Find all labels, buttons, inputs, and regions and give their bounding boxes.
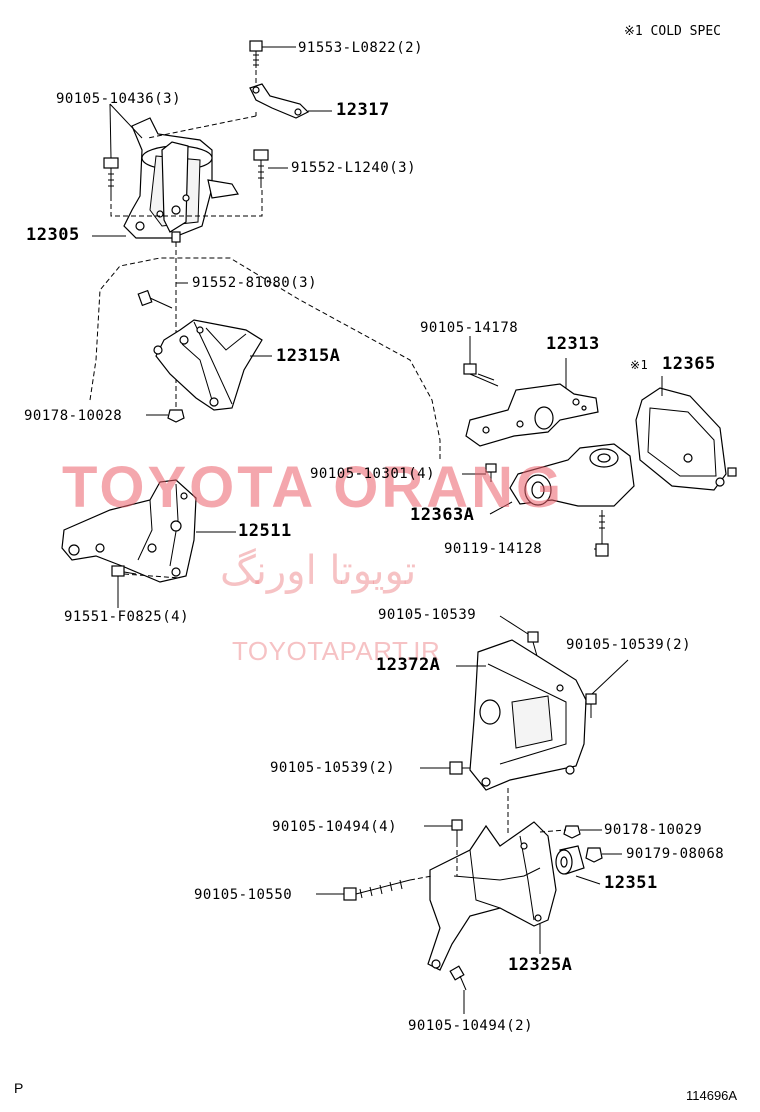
nut-90179-08068 bbox=[585, 847, 603, 863]
callout-12325a: 12325A bbox=[508, 955, 573, 975]
callout-12313: 12313 bbox=[546, 334, 600, 354]
callout-12315a: 12315A bbox=[276, 346, 341, 366]
callout-91552-81080: 91552-81080(3) bbox=[192, 275, 318, 291]
bracket-12325a bbox=[427, 821, 557, 971]
callout-90105-10539: 90105-10539 bbox=[378, 607, 477, 623]
bracket-12317 bbox=[249, 83, 310, 119]
bracket-12313 bbox=[465, 383, 599, 447]
callout-12365-cold-spec-mark: ※1 bbox=[630, 358, 649, 372]
bolt-90105-10539-a bbox=[527, 631, 539, 657]
callout-90178-10028: 90178-10028 bbox=[24, 408, 123, 424]
bolt-90105-10436 bbox=[103, 157, 119, 196]
nut-90178-10028 bbox=[167, 409, 185, 423]
bolt-90119-14128 bbox=[595, 510, 609, 557]
callout-12372a: 12372A bbox=[376, 655, 441, 675]
bolt-90105-10301 bbox=[485, 463, 497, 482]
bolt-90105-10539-c bbox=[449, 761, 470, 775]
callout-91552-l1240: 91552-L1240(3) bbox=[291, 160, 417, 176]
bracket-12511 bbox=[61, 479, 197, 583]
engine-mount-12305 bbox=[123, 117, 239, 243]
bracket-12372a bbox=[469, 639, 587, 791]
bolt-90105-10539-b bbox=[585, 693, 597, 718]
page-letter: P bbox=[14, 1080, 24, 1096]
callout-12317: 12317 bbox=[336, 100, 390, 120]
bolt-91552-l1240 bbox=[253, 149, 269, 188]
callout-90178-10029: 90178-10029 bbox=[604, 822, 703, 838]
callout-90119-14128: 90119-14128 bbox=[444, 541, 543, 557]
callout-90105-10539-2-left: 90105-10539(2) bbox=[270, 760, 396, 776]
figure-id: 114696A bbox=[686, 1088, 738, 1103]
nut-90178-10029 bbox=[563, 825, 581, 839]
callout-90179-08068: 90179-08068 bbox=[626, 846, 725, 862]
callout-12351: 12351 bbox=[604, 873, 658, 893]
callout-12363a: 12363A bbox=[410, 505, 475, 525]
bolt-90105-10550 bbox=[343, 879, 411, 901]
bolt-90105-10494-b bbox=[449, 965, 467, 991]
bolt-91553 bbox=[249, 40, 263, 68]
callout-12365: 12365 bbox=[662, 354, 716, 374]
cover-12365 bbox=[635, 387, 737, 491]
bushing-12351 bbox=[555, 845, 585, 875]
callout-91551-f0825: 91551-F0825(4) bbox=[64, 609, 190, 625]
callout-90105-10436: 90105-10436(3) bbox=[56, 91, 182, 107]
callout-91553-l0822: 91553-L0822(2) bbox=[298, 40, 424, 56]
bolt-90105-14178 bbox=[463, 363, 499, 387]
bracket-12315a bbox=[153, 319, 263, 411]
callout-90105-10550: 90105-10550 bbox=[194, 887, 293, 903]
cold-spec-note: ※1 COLD SPEC bbox=[624, 24, 721, 39]
bolt-90105-10494-a bbox=[451, 819, 463, 842]
callout-12511: 12511 bbox=[238, 521, 292, 541]
callout-12305: 12305 bbox=[26, 225, 80, 245]
torque-rod-12363a bbox=[509, 443, 635, 507]
callout-90105-14178: 90105-14178 bbox=[420, 320, 519, 336]
callout-90105-10494-4: 90105-10494(4) bbox=[272, 819, 398, 835]
callout-90105-10301: 90105-10301(4) bbox=[310, 466, 436, 482]
bolt-91552-81080 bbox=[137, 289, 173, 309]
callout-90105-10539-2-right: 90105-10539(2) bbox=[566, 637, 692, 653]
callout-90105-10494-2: 90105-10494(2) bbox=[408, 1018, 534, 1034]
